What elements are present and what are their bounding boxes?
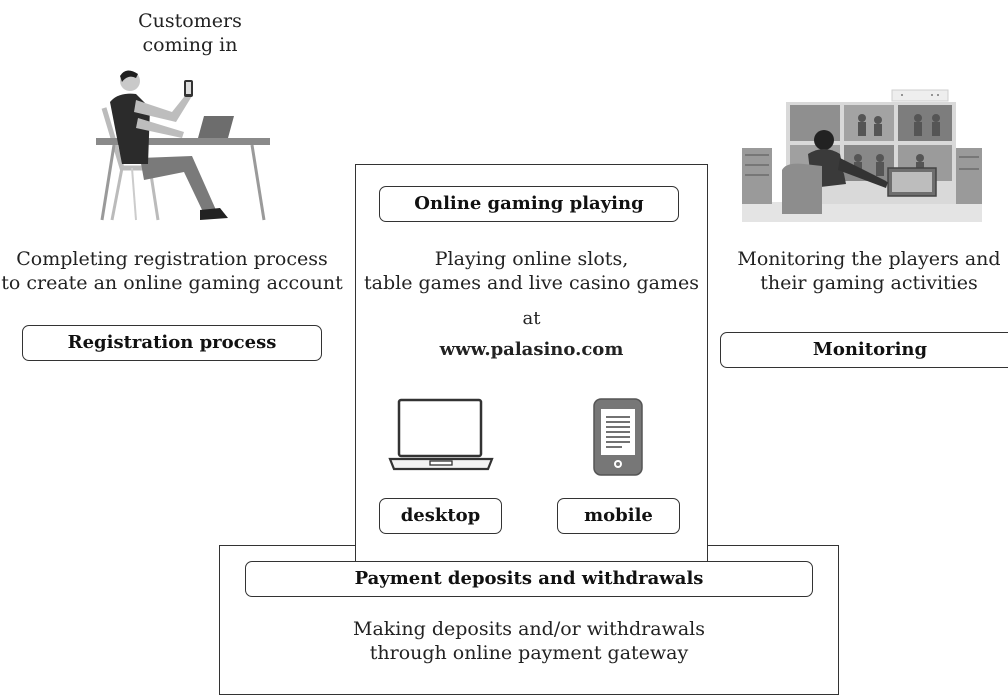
- customer-at-laptop-illustration: [96, 70, 270, 221]
- desktop-label: desktop: [379, 498, 502, 534]
- gaming-website: www.palasino.com: [439, 339, 624, 360]
- monitoring-description-line1: Monitoring the players and: [737, 248, 1001, 270]
- monitoring-operator-illustration: [742, 89, 982, 222]
- registration-description: Completing registration process to creat…: [0, 247, 344, 295]
- payment-description-line2: through online payment gateway: [369, 642, 689, 664]
- panel-seam-cover: [356, 540, 707, 552]
- gaming-at-text: at: [522, 308, 541, 329]
- customers-title: Customers coming in: [90, 9, 290, 57]
- customers-title-line1: Customers: [138, 10, 242, 32]
- monitoring-description-line2: their gaming activities: [760, 272, 978, 294]
- gaming-description-line1: Playing online slots,: [434, 248, 629, 270]
- laptop-icon: [388, 398, 494, 471]
- online-gaming-label: Online gaming playing: [379, 186, 679, 222]
- gaming-description-line2: table games and live casino games: [364, 272, 699, 294]
- customers-title-line2: coming in: [142, 34, 238, 56]
- monitoring-label: Monitoring: [720, 332, 1008, 368]
- monitoring-description: Monitoring the players and their gaming …: [730, 247, 1008, 295]
- online-gaming-panel: [355, 164, 708, 564]
- registration-description-line1: Completing registration process: [16, 248, 328, 270]
- registration-process-label: Registration process: [22, 325, 322, 361]
- payment-description: Making deposits and/or withdrawals throu…: [219, 617, 839, 665]
- registration-description-line2: to create an online gaming account: [1, 272, 343, 294]
- payment-label: Payment deposits and withdrawals: [245, 561, 813, 597]
- gaming-description: Playing online slots, table games and li…: [355, 247, 708, 295]
- mobile-label: mobile: [557, 498, 680, 534]
- mobile-phone-icon: [593, 398, 643, 476]
- payment-description-line1: Making deposits and/or withdrawals: [353, 618, 705, 640]
